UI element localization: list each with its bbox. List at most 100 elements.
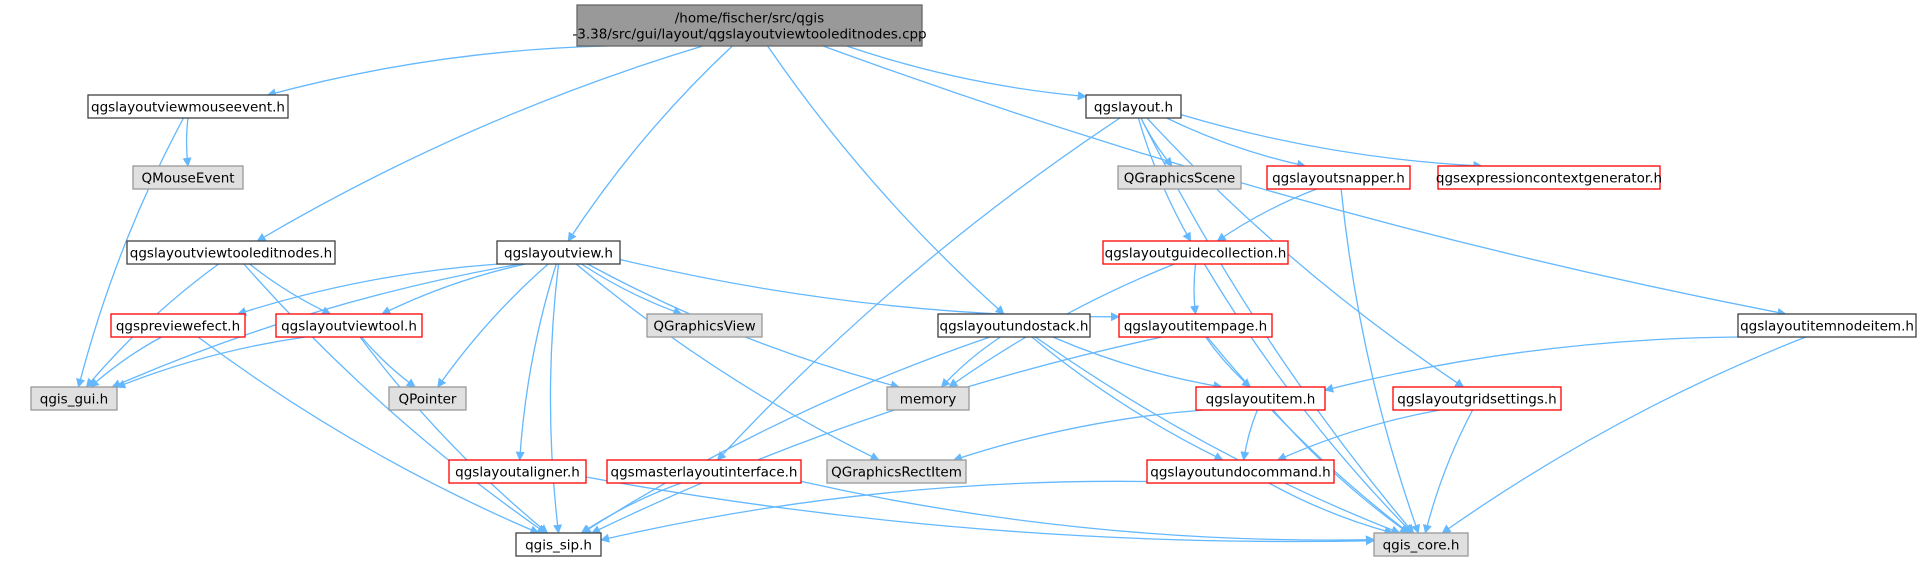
edge-masterlayout_h-to-core_h (800, 480, 1375, 545)
edge-viewtool_h-to-gui_h (116, 336, 306, 389)
node-box[interactable] (110, 313, 246, 338)
graph-node-mouseevent-h[interactable]: qgslayoutviewmouseevent.h (87, 94, 289, 119)
edge-layoutview_h-to-qgraphicsview (581, 263, 683, 316)
graph-node-undostack-h[interactable]: qgslayoutundostack.h (937, 313, 1091, 338)
edge-viewtool_h-to-qpointer (360, 336, 416, 388)
node-box[interactable] (515, 532, 602, 557)
node-box[interactable] (496, 240, 621, 265)
node-label: qgslayoutundocommand.h (1150, 465, 1330, 481)
node-box[interactable] (886, 386, 970, 411)
node-label: /home/fischer/src/qgis (675, 11, 824, 27)
edge-root-to-undostack_h (767, 45, 1005, 315)
graph-node-root[interactable]: /home/fischer/src/qgis-3.38/src/gui/layo… (572, 4, 927, 47)
node-label: qgslayoutviewtooleditnodes.h (130, 246, 332, 262)
edge-tooleditnodes_h-to-sip_h (243, 263, 547, 534)
node-box[interactable] (126, 240, 336, 265)
node-box[interactable] (132, 165, 244, 190)
node-label: qgslayoutitempage.h (1124, 319, 1267, 335)
node-box[interactable] (576, 4, 923, 47)
edge-nodeitem_h-to-item_h (1324, 336, 1739, 393)
node-box[interactable] (1437, 165, 1661, 190)
edge-layout_h-to-gridsettings_h (1146, 117, 1465, 388)
edge-aligner_h-to-core_h (585, 476, 1375, 546)
graph-node-gridsettings-h[interactable]: qgslayoutgridsettings.h (1392, 386, 1562, 411)
graph-node-previeweffect-h[interactable]: qgspreviewefect.h (110, 313, 246, 338)
graph-node-masterlayout-h[interactable]: qgsmasterlayoutinterface.h (606, 459, 802, 484)
edge-root-to-tooleditnodes_h (256, 45, 703, 242)
node-box[interactable] (1146, 459, 1335, 484)
graph-node-sip-h[interactable]: qgis_sip.h (515, 532, 602, 557)
edge-undostack_h-to-item_h (1052, 336, 1223, 391)
node-box[interactable] (1266, 165, 1411, 190)
edge-layout_h-to-snapper_h (1166, 117, 1307, 169)
edge-gridsettings_h-to-core_h (1422, 409, 1474, 534)
edge-layoutview_h-to-itempage_h (619, 258, 1120, 322)
node-box[interactable] (448, 459, 587, 484)
node-label: qgslayoutitemnodeitem.h (1740, 319, 1914, 335)
node-box[interactable] (1117, 165, 1242, 190)
node-box[interactable] (937, 313, 1091, 338)
node-label: qgis_sip.h (525, 538, 592, 554)
graph-node-memory[interactable]: memory (886, 386, 970, 411)
graph-node-layoutview-h[interactable]: qgslayoutview.h (496, 240, 621, 265)
graph-node-viewtool-h[interactable]: qgslayoutviewtool.h (275, 313, 423, 338)
edge-undostack_h-to-undocommand_h (1031, 336, 1224, 461)
node-label: QPointer (398, 392, 456, 408)
edge-undocommand_h-to-core_h (1268, 482, 1394, 536)
node-box[interactable] (30, 386, 118, 411)
graph-node-core-h[interactable]: qgis_core.h (1373, 532, 1469, 557)
node-box[interactable] (275, 313, 423, 338)
node-box[interactable] (1737, 313, 1917, 338)
edge-mouseevent_h-to-qmouseevent (182, 117, 192, 167)
edge-root-to-nodeitem_h (822, 45, 1787, 317)
node-label: qgslayoutviewtool.h (281, 319, 417, 335)
edge-layoutview_h-to-gui_h (111, 263, 521, 388)
node-label: qgslayoutview.h (504, 246, 613, 262)
graph-node-snapper-h[interactable]: qgslayoutsnapper.h (1266, 165, 1411, 190)
edge-snapper_h-to-guidecoll_h (1216, 188, 1317, 242)
node-label: qgslayoutgridsettings.h (1397, 392, 1556, 408)
node-label: qgslayoutsnapper.h (1272, 171, 1405, 187)
graph-node-gui-h[interactable]: qgis_gui.h (30, 386, 118, 411)
edge-gridsettings_h-to-undocommand_h (1276, 409, 1440, 461)
graph-node-itempage-h[interactable]: qgslayoutitempage.h (1118, 313, 1273, 338)
node-box[interactable] (87, 94, 289, 119)
graph-node-qpointer[interactable]: QPointer (388, 386, 467, 411)
graph-node-nodeitem-h[interactable]: qgslayoutitemnodeitem.h (1737, 313, 1917, 338)
graph-node-layout-h[interactable]: qgslayout.h (1085, 94, 1182, 119)
edge-undostack_h-to-sip_h (581, 336, 991, 534)
node-label: qgslayoutitem.h (1206, 392, 1316, 408)
graph-node-qgraphicsrectitem[interactable]: QGraphicsRectItem (826, 459, 967, 484)
node-label: -3.38/src/gui/layout/qgslayoutviewtooled… (572, 27, 926, 43)
graph-node-item-h[interactable]: qgslayoutitem.h (1195, 386, 1326, 411)
node-label: qgsexpressioncontextgenerator.h (1436, 171, 1662, 187)
node-label: memory (900, 392, 956, 408)
graph-node-tooleditnodes-h[interactable]: qgslayoutviewtooleditnodes.h (126, 240, 336, 265)
edge-previeweffect_h-to-sip_h (197, 336, 540, 534)
node-box[interactable] (1085, 94, 1182, 119)
node-box[interactable] (1102, 240, 1289, 265)
edge-item_h-to-undocommand_h (1240, 409, 1258, 461)
edge-undostack_h-to-core_h (1035, 336, 1401, 535)
node-box[interactable] (646, 313, 763, 338)
node-box[interactable] (606, 459, 802, 484)
graph-node-exprgen-h[interactable]: qgsexpressioncontextgenerator.h (1436, 165, 1662, 190)
edge-layoutview_h-to-qpointer (437, 263, 549, 388)
node-box[interactable] (826, 459, 967, 484)
edge-layoutview_h-to-viewtool_h (381, 263, 526, 315)
node-box[interactable] (388, 386, 467, 411)
edge-item_h-to-core_h (1272, 409, 1410, 534)
graph-node-undocommand-h[interactable]: qgslayoutundocommand.h (1146, 459, 1335, 484)
node-label: qgis_core.h (1383, 538, 1460, 554)
node-box[interactable] (1195, 386, 1326, 411)
graph-node-guidecoll-h[interactable]: qgslayoutguidecollection.h (1102, 240, 1289, 265)
node-box[interactable] (1373, 532, 1469, 557)
graph-node-aligner-h[interactable]: qgslayoutaligner.h (448, 459, 587, 484)
graph-node-qmouseevent[interactable]: QMouseEvent (132, 165, 244, 190)
edge-viewtool_h-to-sip_h (359, 336, 549, 534)
node-box[interactable] (1118, 313, 1273, 338)
edge-layoutview_h-to-previeweffect_h (237, 263, 499, 316)
graph-node-qgraphicsview[interactable]: QGraphicsView (646, 313, 763, 338)
node-box[interactable] (1392, 386, 1562, 411)
graph-node-qgraphicsscene[interactable]: QGraphicsScene (1117, 165, 1242, 190)
